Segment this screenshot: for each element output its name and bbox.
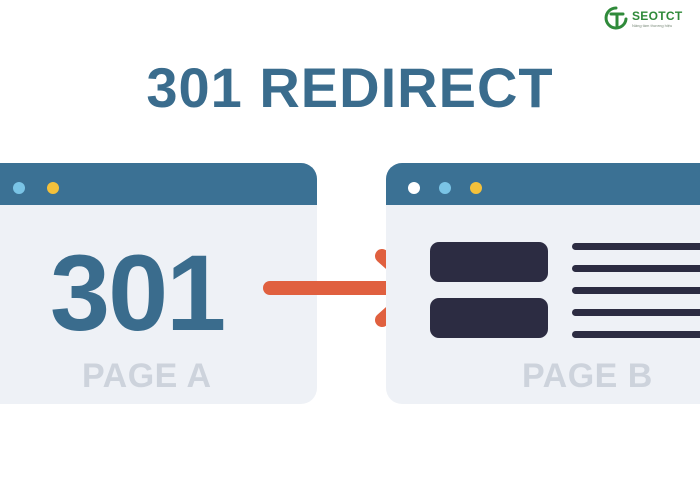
content-block <box>430 298 548 338</box>
content-line <box>572 287 700 294</box>
brand-name: SEOTCT <box>632 9 683 23</box>
content-line <box>572 243 700 250</box>
window-dot-yellow <box>47 182 59 194</box>
window-dot-blue <box>439 182 451 194</box>
brand-tagline: Nâng tầm thương hiệu <box>632 23 673 28</box>
content-line <box>572 309 700 316</box>
browser-window-page-b: PAGE B <box>386 163 700 404</box>
window-titlebar <box>386 163 700 205</box>
content-block <box>430 242 548 282</box>
window-titlebar <box>0 163 317 205</box>
page-title: 301 REDIRECT <box>146 56 554 119</box>
status-code: 301 <box>50 232 226 353</box>
page-a-label: PAGE A <box>82 357 212 395</box>
window-dot-blue <box>13 182 25 194</box>
browser-window-page-a: 301 PAGE A <box>0 163 317 404</box>
window-dot-yellow <box>470 182 482 194</box>
brand-mark-icon <box>604 6 628 30</box>
page-b-label: PAGE B <box>522 357 653 395</box>
content-line <box>572 265 700 272</box>
content-line <box>572 331 700 338</box>
window-dot-white <box>408 182 420 194</box>
brand-logo: SEOTCT Nâng tầm thương hiệu <box>603 6 695 30</box>
